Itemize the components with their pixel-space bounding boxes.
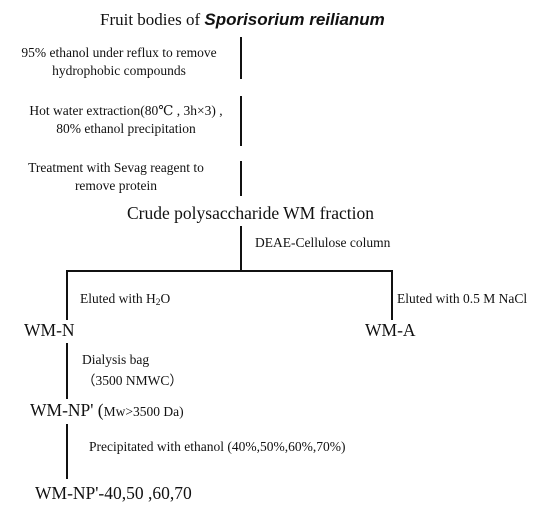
step-sevag: Treatment with Sevag reagent to remove p… xyxy=(0,161,232,192)
diagram-title: Fruit bodies of Sporisorium reilianum xyxy=(100,11,385,28)
dialysis-line xyxy=(66,343,68,399)
precipitation-line xyxy=(66,424,68,479)
product-wm-n: WM-N xyxy=(24,320,75,340)
left-eluent-prefix: Eluted with H xyxy=(80,291,156,306)
crude-fraction: Crude polysaccharide WM fraction xyxy=(127,203,375,223)
step-ethanol-reflux: 95% ethanol under reflux to remove hydro… xyxy=(0,46,238,77)
title-species: Sporisorium reilianum xyxy=(204,10,385,29)
trunk-line-4 xyxy=(240,226,242,270)
dialysis-label-1: Dialysis bag xyxy=(82,352,150,367)
left-eluent-suffix: O xyxy=(160,291,171,306)
title-prefix: Fruit bodies of xyxy=(100,10,205,29)
product-wm-a: WM-A xyxy=(365,320,416,340)
split-line xyxy=(66,270,392,272)
step-hot-water-line-2: 80% ethanol precipitation xyxy=(56,120,196,136)
wm-np-product: WM-NP' (Mw>3500 Da) xyxy=(30,400,184,420)
trunk-line-1 xyxy=(240,37,242,79)
step-hot-water-line-1: Hot water extraction(80℃ , 3h×3) , xyxy=(29,103,223,118)
column-label: DEAE-Cellulose column xyxy=(255,235,391,250)
wm-np-detail: Mw>3500 Da) xyxy=(103,404,184,419)
step-ethanol-reflux-line-1: 95% ethanol under reflux to remove xyxy=(21,45,217,60)
step-sevag-line-2: remove protein xyxy=(74,177,158,193)
right-eluent-label: Eluted with 0.5 M NaCl xyxy=(397,291,528,306)
left-branch-line xyxy=(66,270,68,320)
right-branch-line xyxy=(391,270,393,320)
step-ethanol-reflux-line-2: hydrophobic compounds xyxy=(52,62,186,78)
precipitation-label: Precipitated with ethanol (40%,50%,60%,7… xyxy=(89,439,346,454)
trunk-line-2 xyxy=(240,96,242,146)
step-sevag-line-1: Treatment with Sevag reagent to xyxy=(28,160,204,175)
final-fractions: WM-NP'-40,50 ,60,70 xyxy=(35,483,192,503)
left-eluent-sub: 2 xyxy=(155,298,161,308)
step-hot-water: Hot water extraction(80℃ , 3h×3) , 80% e… xyxy=(12,104,240,135)
left-eluent-label: Eluted with H2O xyxy=(80,291,171,308)
wm-np-name: WM-NP' ( xyxy=(30,400,104,420)
dialysis-label-2: （3500 NMWC） xyxy=(82,373,183,388)
trunk-line-3 xyxy=(240,161,242,196)
